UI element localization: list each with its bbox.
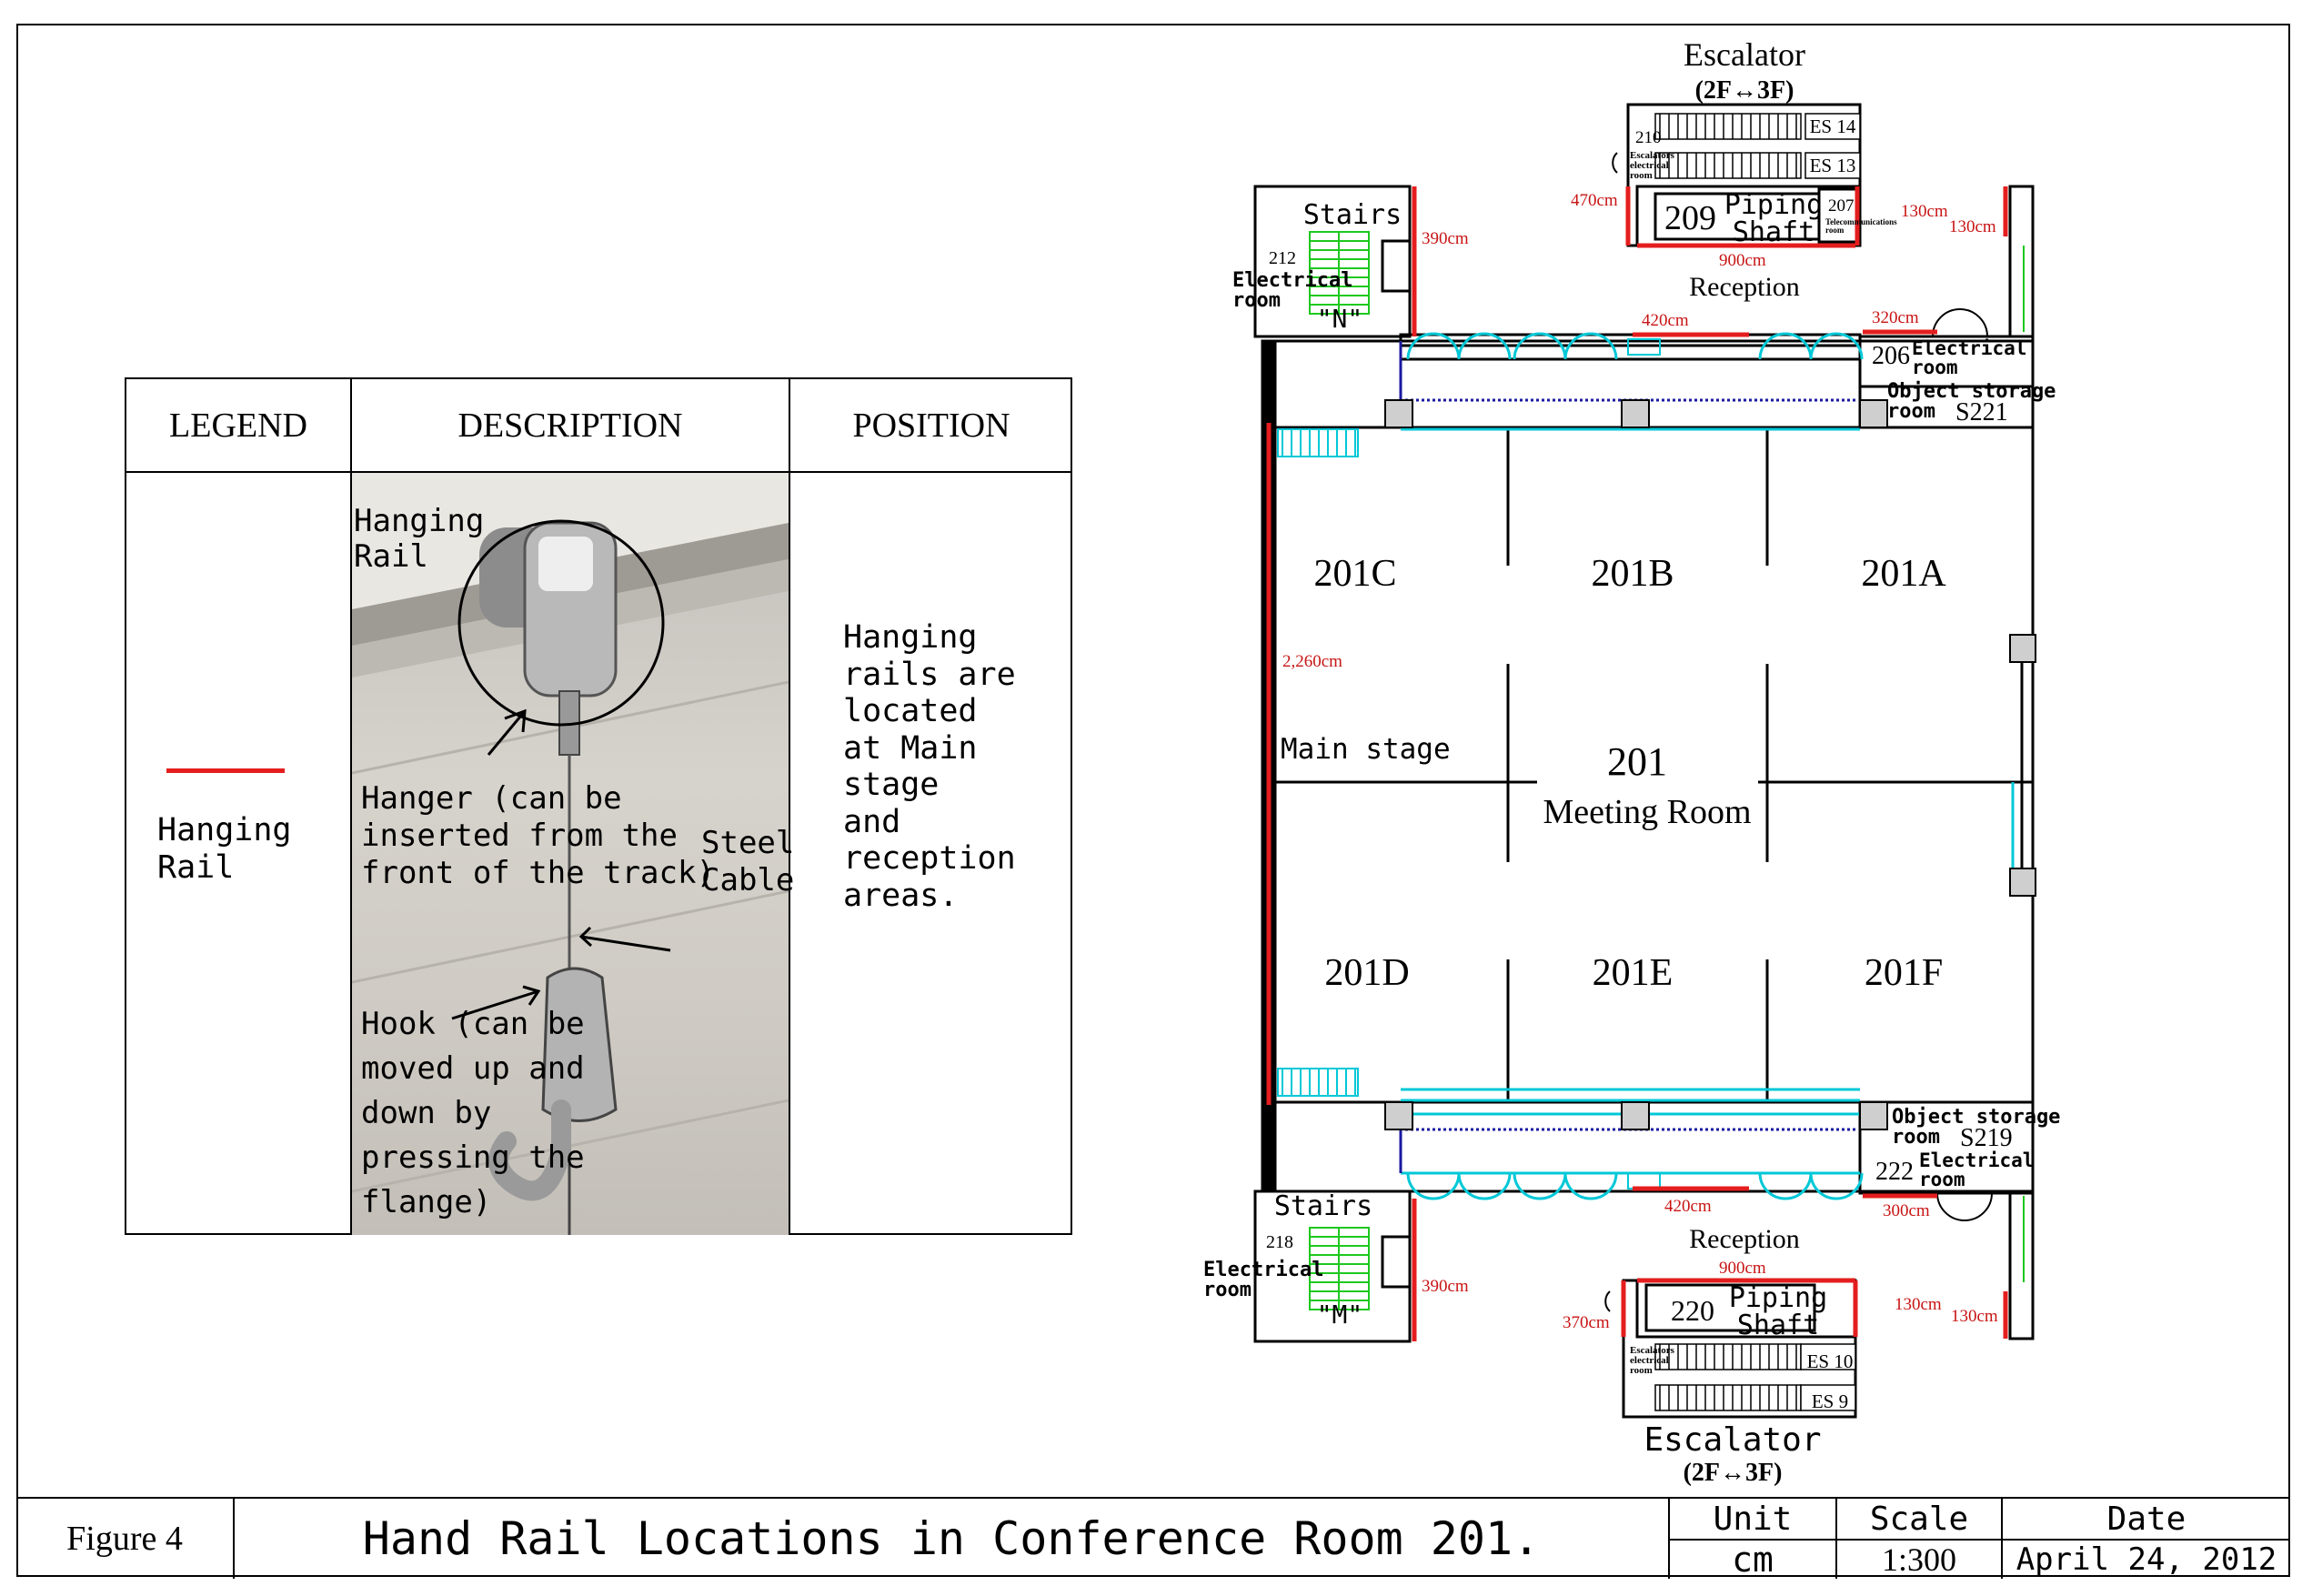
scale-label: Scale [1869,1500,1969,1538]
dimension-labels: 470cm 900cm 130cm 130cm 390cm 420cm 320c… [1282,191,1998,1332]
meeting-room-number: 201 [1607,739,1667,784]
dim-390-top: 390cm [1422,229,1469,248]
hook-callout: Hook (can be moved up and down by pressi… [361,1006,585,1220]
floor-plan-labels: Escalator (2F↔3F) ES 14 ES 13 210 Escala… [1203,36,2060,1487]
legend-header: LEGEND [169,406,307,445]
hanging-rail-legend-line [166,768,285,773]
title-block: Figure 4 Hand Rail Locations in Conferen… [16,1497,2290,1580]
unit-value: cm [1732,1540,1774,1580]
table-divider [350,379,352,1233]
meeting-room-label: Meeting Room [1543,793,1751,831]
hanging-rails [1266,186,2008,1341]
section-201c: 201C [1313,553,1396,595]
reception-top: Reception [1689,272,1800,302]
room-s221-number: S221 [1955,398,2008,427]
escalator-bottom-title: Escalator [1644,1421,1821,1459]
dim-130-c: 130cm [1895,1295,1942,1314]
stairs-treads [1309,231,2025,1310]
room-210-number: 210 [1635,128,1662,147]
table-divider [789,379,790,1233]
room-212-number: 212 [1269,248,1296,268]
reception-bottom: Reception [1689,1224,1800,1254]
dim-2260: 2,260cm [1282,652,1342,671]
glass-partitions [1401,332,2015,1200]
escalator-top-title: Escalator [1684,36,1805,73]
room-207-number: 207 [1828,196,1855,216]
stairs-m-label: Stairs [1274,1190,1372,1222]
room-s219-number: S219 [1960,1124,2013,1152]
doors [1604,152,1993,1312]
es-14-label: ES 14 [1810,115,1856,137]
section-201f: 201F [1865,952,1943,994]
scale-value: 1:300 [1881,1541,1956,1578]
section-201d: 201D [1324,952,1409,994]
dim-130-d: 130cm [1951,1307,1998,1326]
date-value: April 24, 2012 [2016,1541,2277,1578]
hanging-rail-callout: Hanging Rail [354,503,485,575]
drawing-frame [16,24,2290,1577]
unit-label: Unit [1713,1500,1793,1538]
escalator-top-subtitle: (2F↔3F) [1695,76,1794,105]
section-201a: 201A [1861,553,1946,595]
glass-hatches [1277,338,1661,1189]
steel-cable-callout: Steel Cable [701,825,795,898]
room-222-number: 222 [1875,1158,1914,1186]
dim-300: 300cm [1883,1201,1930,1220]
dim-390-bottom: 390cm [1422,1277,1469,1296]
stairs-m-tag: "M" [1317,1300,1363,1330]
dim-420-top: 420cm [1642,311,1689,330]
legend-item-label: Hanging Rail [157,812,292,886]
section-201b: 201B [1591,553,1674,595]
es-9-label: ES 9 [1812,1390,1848,1412]
figure-title: Hand Rail Locations in Conference Room 2… [362,1512,1541,1565]
description-header: DESCRIPTION [457,406,683,445]
escalator-treads-bottom [1654,1343,1856,1411]
position-text: Hanging rails are located at Main stage … [843,619,1016,914]
room-209-number: 209 [1664,199,1716,237]
room-206-number: 206 [1872,342,1910,370]
figure-number: Figure 4 [66,1520,183,1558]
position-header: POSITION [852,406,1010,445]
es-10-label: ES 10 [1807,1350,1854,1372]
dim-470: 470cm [1571,191,1618,210]
hanger-photo-illustration [352,473,789,1235]
room-218-number: 218 [1266,1232,1293,1252]
hanger-callout: Hanger (can be inserted from the front o… [361,780,715,891]
main-stage-label: Main stage [1281,733,1451,766]
table-divider [126,471,1071,473]
hanger-photo: Hanging Rail Hanger (can be inserted fro… [352,473,789,1235]
dim-900-bottom: 900cm [1719,1259,1766,1278]
dim-370: 370cm [1563,1313,1610,1332]
dim-130-b: 130cm [1949,217,1996,236]
stairs-n-label: Stairs [1303,199,1402,231]
es-13-label: ES 13 [1810,155,1856,176]
room-220-number: 220 [1671,1294,1714,1327]
date-label: Date [2106,1500,2186,1538]
dim-900-top: 900cm [1719,251,1766,270]
escalator-bottom-subtitle: (2F↔3F) [1684,1459,1783,1487]
dim-320: 320cm [1872,308,1919,327]
stairs-n-tag: "N" [1317,304,1363,334]
dim-420-bottom: 420cm [1664,1197,1712,1216]
section-201e: 201E [1593,952,1674,994]
columns [1384,399,2036,1130]
dim-130-a: 130cm [1901,202,1948,221]
legend-table: LEGEND DESCRIPTION POSITION Hanging Rail [125,377,1072,1235]
escalator-treads-top [1654,113,1861,179]
